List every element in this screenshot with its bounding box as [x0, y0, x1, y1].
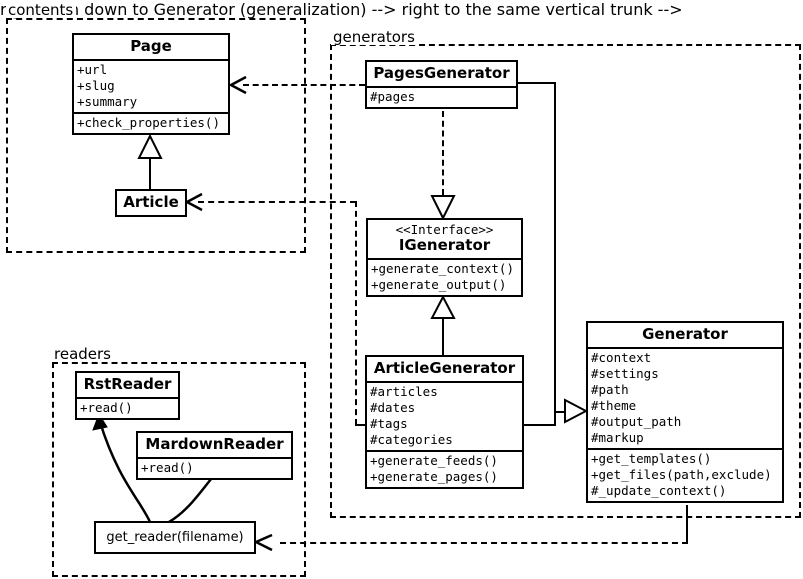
attribute-row: #tags: [370, 416, 408, 431]
class-box-rstreader[interactable]: RstReader +read(): [75, 371, 180, 420]
attribute-row: +summary: [77, 94, 138, 109]
class-attributes-articlegenerator: #articles #dates #tags #categories: [367, 381, 522, 450]
pagesgenerator-to-generator-top-segment: [517, 82, 556, 84]
attribute-row: #path: [591, 382, 629, 397]
class-box-articlegenerator[interactable]: ArticleGenerator #articles #dates #tags …: [365, 355, 524, 489]
class-title-pagesgenerator: PagesGenerator: [373, 64, 510, 82]
generalization-junction-to-generator: [554, 411, 568, 413]
attribute-row: #dates: [370, 400, 416, 415]
attribute-row: #pages: [370, 89, 416, 104]
class-box-pagesgenerator[interactable]: PagesGenerator #pages: [365, 60, 518, 109]
method-row: +generate_context(): [371, 261, 514, 276]
class-title-article: Article: [123, 193, 179, 211]
pagesgenerator-to-generator-vertical-segment: [554, 82, 556, 413]
method-row: #_update_context(): [591, 483, 727, 498]
generators-package: [330, 44, 801, 518]
generators-package-label: generators: [331, 29, 418, 45]
class-title-generator: Generator: [642, 325, 728, 343]
attribute-row: #markup: [591, 430, 644, 445]
articlegenerator-to-generator-segment: [524, 424, 556, 426]
attribute-row: #settings: [591, 366, 659, 381]
class-box-page[interactable]: Page +url +slug +summary +check_properti…: [72, 33, 230, 135]
class-methods-mardownreader: +read(): [138, 457, 291, 478]
class-box-mardownreader[interactable]: MardownReader +read(): [136, 431, 293, 480]
class-methods-page: +check_properties(): [74, 112, 228, 133]
class-methods-generator: +get_templates() +get_files(path,exclude…: [588, 448, 782, 501]
class-title-page: Page: [130, 37, 172, 55]
articlegenerator-dependency-foot: [355, 424, 367, 426]
attribute-row: +slug: [77, 78, 115, 93]
class-box-article[interactable]: Article: [115, 189, 187, 217]
attribute-row: +url: [77, 62, 108, 77]
method-row: +generate_output(): [371, 277, 507, 292]
class-box-generator[interactable]: Generator #context #settings #path #them…: [586, 321, 784, 503]
class-methods-rstreader: +read(): [77, 397, 178, 418]
articlegenerator-to-article-dependency-line: [198, 201, 356, 203]
contents-package: [6, 18, 306, 253]
article-to-page-inheritance-stem: [149, 152, 151, 190]
class-methods-articlegenerator: +generate_feeds() +generate_pages(): [367, 450, 522, 487]
class-title-rstreader: RstReader: [83, 375, 172, 393]
method-row: +generate_feeds(): [370, 453, 498, 468]
class-attributes-pagesgenerator: #pages: [367, 86, 516, 107]
generator-to-getreader-dependency-line: [280, 542, 688, 544]
class-attributes-page: +url +slug +summary: [74, 59, 228, 112]
class-title-mardownreader: MardownReader: [145, 435, 284, 453]
attribute-row: #categories: [370, 432, 453, 447]
method-row: +get_files(path,exclude): [591, 467, 772, 482]
attribute-row: #output_path: [591, 414, 682, 429]
attribute-row: #context: [591, 350, 652, 365]
class-attributes-generator: #context #settings #path #theme #output_…: [588, 347, 782, 448]
class-methods-igenerator: +generate_context() +generate_output(): [368, 258, 521, 295]
class-title-igenerator: IGenerator: [398, 236, 491, 254]
method-row: +read(): [141, 460, 194, 475]
pagesgenerator-realization-dashed-stem: [442, 111, 444, 195]
function-box-get-reader[interactable]: get_reader(filename): [94, 521, 256, 554]
method-row: +read(): [80, 400, 133, 415]
readers-package-label: readers: [52, 346, 114, 362]
function-label-get-reader: get_reader(filename): [106, 530, 244, 545]
pagesgenerator-to-page-dependency-line: [243, 84, 365, 86]
method-row: +generate_pages(): [370, 469, 498, 484]
articlegenerator-dependency-riser: [355, 201, 357, 425]
method-row: +get_templates(): [591, 451, 712, 466]
readers-package: [52, 362, 306, 577]
attribute-row: #articles: [370, 384, 438, 399]
contents-package-label: contents: [6, 2, 77, 18]
articlegenerator-to-igenerator-stem: [442, 313, 444, 355]
class-stereotype-igenerator: <<Interface>>: [395, 222, 494, 237]
method-row: +check_properties(): [77, 115, 220, 130]
attribute-row: #theme: [591, 398, 637, 413]
articlegenerator-trunk-riser: [554, 411, 556, 426]
class-title-articlegenerator: ArticleGenerator: [373, 359, 516, 377]
class-box-igenerator[interactable]: <<Interface>> IGenerator +generate_conte…: [366, 218, 523, 297]
generator-bottom-stub: [686, 505, 688, 543]
